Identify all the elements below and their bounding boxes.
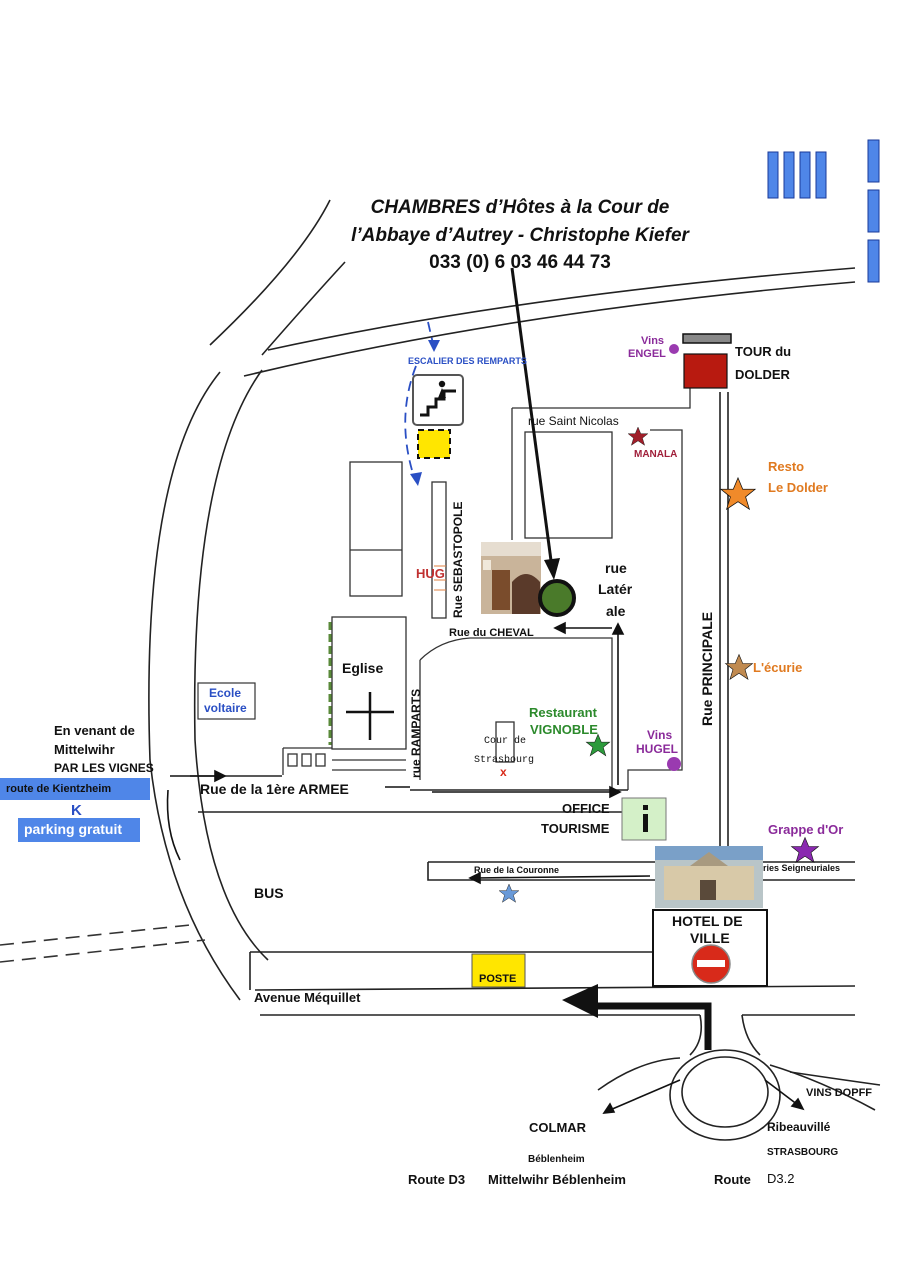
vins-engel-label-2: ENGEL [628,348,666,360]
hotel-label-2: VILLE [690,930,730,946]
rue-saint-nicolas-label: rue Saint Nicolas [528,414,619,428]
thick-return-arrow [562,984,712,1050]
kientzheim-strip [0,778,150,800]
parking-letter: K [71,802,82,819]
vins-dopff-label: VINS DOPFF [806,1087,873,1099]
office-label-2: TOURISME [541,821,610,836]
vins-hugel-label-1: Vins [647,728,673,742]
western-loop-road [148,369,269,1001]
green-circle-icon [538,579,576,617]
route-label: Route [714,1172,751,1187]
blue-markers [767,139,880,283]
grappe-label: Grappe d'Or [768,822,844,837]
venant-label-2: Mittelwihr [54,742,115,757]
parking-label: parking gratuit [24,821,123,837]
hug-stripes [434,565,446,591]
kientzheim-label: route de Kientzheim [6,783,112,795]
title-line-2: l’Abbaye d’Autrey - Christophe Kiefer [351,225,689,246]
restaurant-label-1: Restaurant [529,705,597,720]
roundabout [597,1014,881,1141]
cour-label-1: Cour de [484,736,527,747]
ecole-box [197,682,256,720]
hug-label: HUG [416,566,445,581]
hugel-dot [667,757,681,771]
tour-dolder-label-2: DOLDER [735,367,790,382]
street-arrows [166,621,805,1114]
resto-dolder-label-2: Le Dolder [768,480,828,495]
rue-couronne-label: Rue de la Couronne [474,865,560,875]
route-d3-label: Route D3 [408,1172,466,1187]
venant-label-3: PAR LES VIGNES [54,761,154,775]
escalier-label: ESCALIER DES REMPARTS [408,356,527,366]
ecuries-label: ries Seigneuriales [763,863,841,873]
info-sign-icon [621,797,667,841]
rue-sebastopole-label: Rue SEBASTOPOLE [451,501,465,618]
block-outlines [282,368,691,790]
tour-dolder-building [682,333,732,389]
rue-laterale-label-2: Latér [598,581,633,597]
vins-engel-label-1: Vins [641,335,665,347]
parking-strip [18,818,140,842]
d32-label: D3.2 [767,1171,795,1186]
ribeauville-label: Ribeauvillé [767,1120,831,1134]
strasbourg-label: STRASBOURG [767,1147,839,1158]
office-label-1: OFFICE [562,801,610,816]
main-streets [190,775,856,1016]
star-icon [498,426,820,903]
black-arrow-icon [510,267,560,580]
engel-dot [669,344,679,354]
rue-1ere-armee-label: Rue de la 1ère ARMEE [200,781,349,797]
bus-label: BUS [254,885,284,901]
hotel-label-1: HOTEL DE [672,913,743,929]
phone-number: 033 (0) 6 03 46 44 73 [429,252,611,273]
restaurant-label-2: VIGNOBLE [530,722,598,737]
venant-label-1: En venant de [54,723,135,738]
rue-principale-label: Rue PRINCIPALE [699,611,715,726]
yellow-square [417,429,451,459]
rue-du-cheval-label: Rue du CHEVAL [449,627,534,639]
colmar-label: COLMAR [529,1120,587,1135]
no-entry-icon [691,944,731,984]
rue-principale-road [719,392,729,846]
rue-laterale-label-1: rue [605,560,627,576]
ecole-label-1: Ecole [209,686,242,700]
ecole-label-2: voltaire [204,701,247,715]
beblenheim-label: Béblenheim [528,1154,585,1165]
resto-dolder-label-1: Resto [768,459,805,474]
tour-dolder-label-1: TOUR du [735,344,792,359]
manala-label: MANALA [634,449,678,460]
mittelwihr-label: Mittelwihr Béblenheim [488,1172,626,1187]
northern-roads [209,199,856,377]
dashed-road-west [0,924,206,963]
rue-laterale-label-3: ale [606,603,626,619]
poste-label: POSTE [479,973,517,985]
title-line-1: CHAMBRES d’Hôtes à la Cour de [370,197,670,218]
guesthouse-photo [481,542,541,614]
cour-label-2: Strasbourg [474,755,535,766]
stairs-sign-icon [412,374,464,426]
rue-ramparts-label: rue RAMPARTS [409,688,423,778]
ecurie-label: L'écurie [753,660,803,675]
cross-icon [346,692,394,740]
poste-box [471,953,526,988]
vins-hugel-label-2: HUGEL [636,742,678,756]
eglise-label: Eglise [342,660,384,676]
avenue-mequillet-label: Avenue Méquillet [254,990,361,1005]
cour-marker: x [500,765,507,779]
